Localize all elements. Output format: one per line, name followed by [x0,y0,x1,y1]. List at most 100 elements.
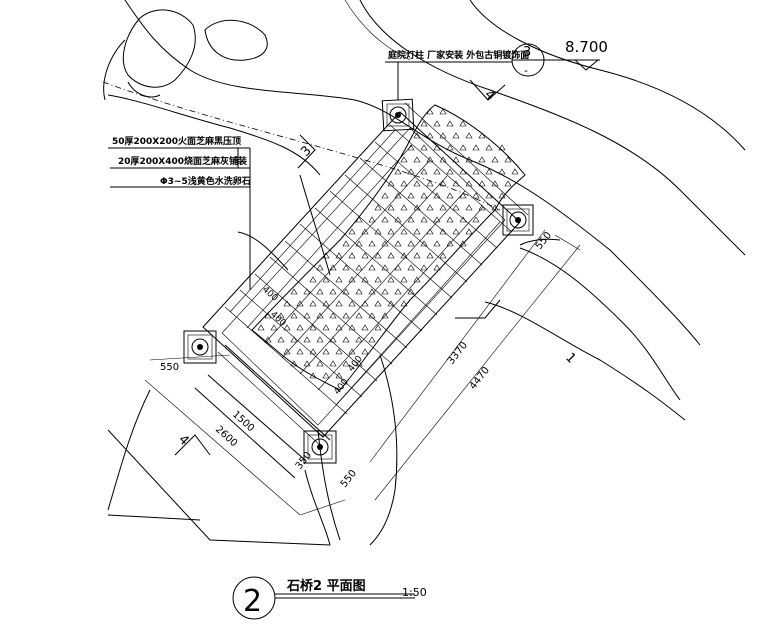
pebble-mark [394,288,402,295]
pebble-mark [303,288,311,295]
pebble-mark [309,276,317,283]
pebble-mark [472,216,480,223]
pebble-mark [420,192,428,199]
pebble-mark [335,348,343,355]
pebble-mark [407,216,415,223]
pebble-mark [459,168,467,175]
pebble-mark [426,204,434,211]
pebble-mark [459,216,467,223]
pebble-mark [433,168,441,175]
pebble-mark [426,156,434,163]
pebble-mark [348,300,356,307]
pebble-mark [257,324,265,331]
pebble-mark [381,240,389,247]
pebble-mark [316,312,324,319]
pebble-mark [491,156,499,163]
pebble-mark [413,156,421,163]
pebble-mark [413,180,421,187]
pebble-mark [446,240,454,247]
pebble-mark [355,264,363,271]
pebble-mark [394,168,402,175]
pebble-mark [407,192,415,199]
pebble-mark [407,264,415,271]
pebble-mark [426,132,434,139]
pebble-mark [374,324,382,331]
pebble-mark [387,276,395,283]
section-mark-right-mid: 1 [562,350,578,366]
pebble-mark [504,156,512,163]
pebble-mark [433,264,441,271]
pebble-mark [387,204,395,211]
pebble-mark [465,228,473,235]
pebble-mark [355,336,363,343]
layer-note-3: Φ3~5浅黄色水洗卵石 [160,175,251,187]
pebble-mark [498,192,506,199]
pebble-mark [309,300,317,307]
pebble-mark [303,312,311,319]
pebble-mark [374,228,382,235]
pebble-mark [374,300,382,307]
pebble-mark [478,156,486,163]
pebble-mark [394,264,402,271]
dim-4470: 4470 [468,365,492,392]
pebble-mark [290,360,298,367]
pebble-mark [374,276,382,283]
dim-1500: 1500 [230,409,256,434]
pebble-mark [322,252,330,259]
title-block: 2 石桥2 平面图 1:50 [232,576,427,620]
pebble-mark [329,360,337,367]
pebble-mark [348,348,356,355]
pebble-mark [342,288,350,295]
pebble-mark [400,180,408,187]
section-mark-left-bottom: 4 [175,432,191,448]
pebble-mark [309,324,317,331]
dim-3370: 3370 [446,340,470,367]
pebble-mark [283,348,291,355]
pebble-mark [277,336,285,343]
pebble-mark [368,264,376,271]
dimension-lines [144,229,581,516]
pebble-mark [426,180,434,187]
pebble-mark [290,288,298,295]
pebble-mark [290,312,298,319]
layer-note-2: 20厚200X400烧面芝麻灰铺装 [118,155,248,167]
pebble-mark [316,360,324,367]
pebble-mark [335,324,343,331]
pebble-mark [472,144,480,151]
pebble-mark [394,216,402,223]
lamp-post-bottom [303,430,337,464]
dim-550-bottom: 550 [339,468,359,490]
pebble-mark [387,180,395,187]
pebble-mark [303,360,311,367]
lamp-note: 庭院灯柱 厂家安装 外包古铜镀饰面 [388,49,529,61]
pebble-mark [426,228,434,235]
pebble-mark [329,264,337,271]
pebble-mark [478,180,486,187]
dimension-labels: 550 3370 4470 550 550 1500 2600 350 400 … [160,230,554,490]
pebble-mark [322,276,330,283]
pebble-mark [459,192,467,199]
pebble-mark [361,300,369,307]
pebble-mark [361,252,369,259]
pebble-mark [296,300,304,307]
pebble-mark [426,252,434,259]
pebble-mark [342,240,350,247]
pebble-mark [400,228,408,235]
pebble-mark [342,264,350,271]
pebble-mark [465,180,473,187]
pebble-mark [264,336,272,343]
pebble-mark [400,300,408,307]
pebble-mark [374,252,382,259]
terrain-contours [102,0,746,546]
elevation-marker: 3 - 8.700 [511,38,608,77]
pebble-mark [472,168,480,175]
pebble-mark [381,288,389,295]
pebble-mark [511,168,519,175]
pebble-mark [361,228,369,235]
pebble-mark [381,192,389,199]
pebble-mark [322,372,330,379]
pebble-mark [413,204,421,211]
pebble-mark [420,120,428,127]
pebble-mark [407,144,415,151]
